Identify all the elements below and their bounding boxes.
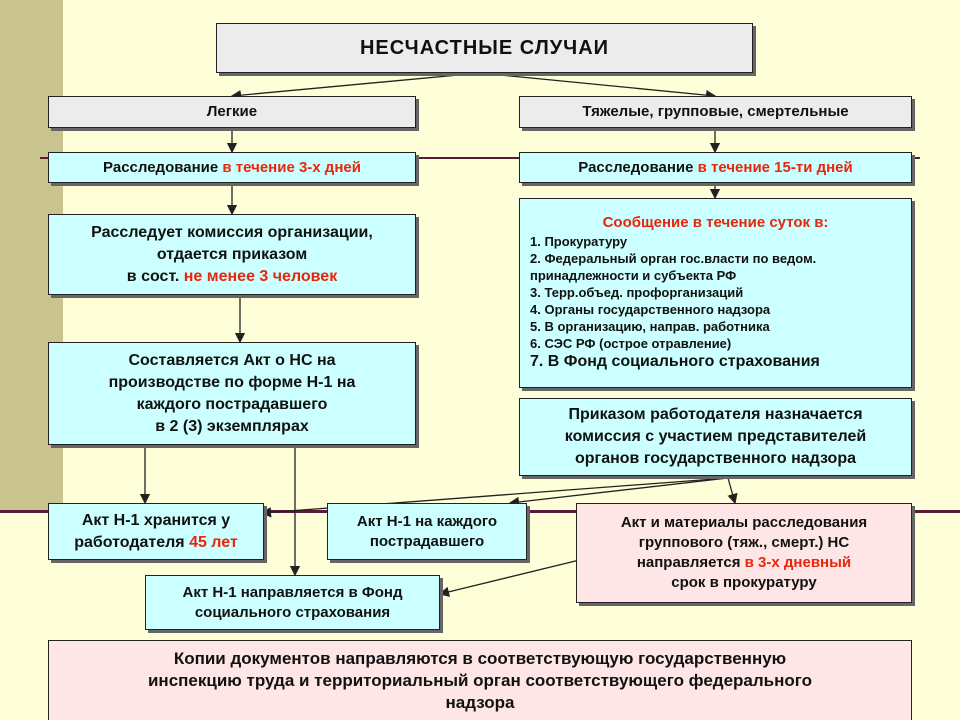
copies-line: надзора (445, 692, 515, 712)
right-investigation-box: Расследование в течение 15-ти дней (519, 152, 912, 183)
stored-years: 45 лет (189, 533, 238, 551)
copies-box: Копии документов направляются в соответс… (48, 640, 912, 720)
left-category-box: Легкие (48, 96, 416, 128)
per-victim-line: пострадавшего (369, 532, 485, 550)
right-category-label: Тяжелые, групповые, смертельные (582, 103, 849, 120)
commission-min-members: не менее 3 человек (183, 267, 338, 285)
order-line: Приказом работодателя назначается (568, 406, 863, 423)
act-line: Составляется Акт о НС на (128, 351, 336, 369)
copies-line: Копии документов направляются в соответс… (173, 648, 787, 668)
per-victim-line: Акт Н-1 на каждого (356, 512, 498, 530)
act-box: Составляется Акт о НС на производстве по… (48, 342, 416, 445)
materials-line-3: направляется (636, 554, 745, 571)
fund-line: Акт Н-1 направляется в Фонд (182, 583, 403, 601)
arrow-order-materials (727, 477, 738, 505)
arrow-title-right (479, 72, 717, 101)
notification-item: 5. В организацию, направ. работника (530, 319, 770, 334)
order-line: комиссия с участием представителей (564, 428, 867, 445)
arrow-order-pervictim (508, 477, 729, 508)
order-line: органов государственного надзора (574, 450, 856, 467)
stored-line-2: работодателя (74, 533, 190, 551)
left-category-label: Легкие (206, 103, 258, 120)
materials-deadline: в 3-х дневный (744, 554, 852, 571)
notification-item: 6. СЭС РФ (острое отравление) (530, 336, 732, 351)
notification-item: 2. Федеральный орган гос.власти по ведом… (530, 251, 817, 266)
copies-line: инспекцию труда и территориальный орган … (147, 670, 813, 690)
notification-item: принадлежности и субъекта РФ (530, 268, 737, 283)
title-box: НЕСЧАСТНЫЕ СЛУЧАИ (216, 23, 753, 73)
notification-box: Сообщение в течение суток в: 1. Прокурат… (519, 198, 912, 388)
fund-box: Акт Н-1 направляется в Фонд социального … (145, 575, 440, 630)
right-category-box: Тяжелые, групповые, смертельные (519, 96, 912, 128)
materials-box: Акт и материалы расследования группового… (576, 503, 912, 603)
commission-box: Расследует комиссия организации, отдаетс… (48, 214, 416, 295)
materials-line-4: срок в прокуратуру (671, 574, 817, 591)
order-box: Приказом работодателя назначается комисс… (519, 398, 912, 476)
materials-line-2: группового (тяж., смерт.) НС (638, 534, 850, 551)
notification-item: 7. В Фонд социального страхования (530, 353, 820, 370)
stored-box: Акт Н-1 хранится у работодателя 45 лет (48, 503, 264, 560)
fund-line: социального страхования (194, 603, 391, 621)
arrow-materials-fund (438, 554, 601, 597)
commission-line-2: отдается приказом (156, 245, 308, 263)
divider-line-top (40, 157, 920, 159)
left-investigation-deadline: в течение 3-х дней (222, 158, 361, 176)
right-investigation-deadline: в течение 15-ти дней (697, 158, 853, 176)
act-line: в 2 (3) экземплярах (155, 417, 309, 435)
notification-item: 3. Терр.объед. профорганизаций (530, 285, 744, 300)
act-line: производстве по форме Н-1 на (108, 373, 356, 391)
left-investigation-box: Расследование в течение 3-х дней (48, 152, 416, 183)
notification-item: 1. Прокуратуру (530, 234, 628, 249)
act-line: каждого пострадавшего (136, 395, 328, 413)
materials-line-1: Акт и материалы расследования (620, 514, 868, 531)
arrow-title-left (230, 72, 481, 101)
notification-header: Сообщение в течение суток в: (602, 214, 829, 231)
notification-item: 4. Органы государственного надзора (530, 302, 771, 317)
diagram-title: НЕСЧАСТНЫЕ СЛУЧАИ (359, 36, 610, 59)
commission-line-1: Расследует комиссия организации, (91, 223, 373, 241)
per-victim-box: Акт Н-1 на каждого пострадавшего (327, 503, 527, 560)
right-investigation-text: Расследование (578, 158, 698, 176)
commission-line-3: в сост. (126, 267, 184, 285)
left-investigation-text: Расследование (103, 158, 223, 176)
stored-line-1: Акт Н-1 хранится у (81, 511, 231, 529)
